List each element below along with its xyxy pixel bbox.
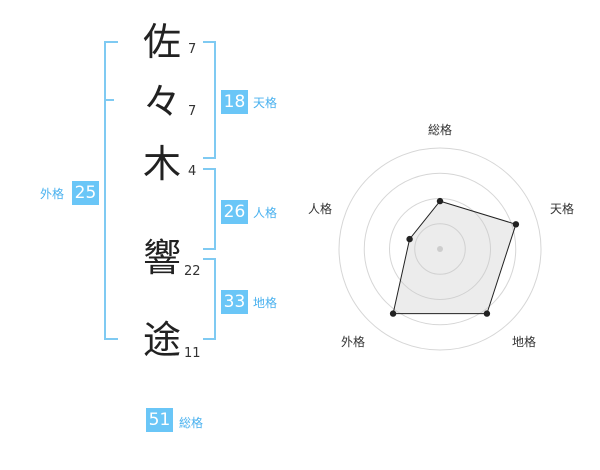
- jinkaku-bracket-line: [214, 168, 216, 250]
- radar-axis-label-tenkaku: 天格: [550, 202, 575, 216]
- name-char-2: 々: [142, 80, 181, 124]
- gaikaku-label: 外格: [40, 187, 65, 201]
- jinkaku-badge: 26: [221, 200, 248, 224]
- chikaku-bracket-bottom: [203, 338, 216, 340]
- radar-series-polygon: [392, 200, 517, 315]
- tenkaku-label: 天格: [253, 96, 278, 110]
- gaikaku-badge: 25: [72, 181, 99, 205]
- radar-ring-1: [414, 223, 466, 275]
- stroke-count-1: 7: [188, 42, 197, 57]
- name-char-5: 途: [142, 318, 181, 362]
- gaikaku-bracket-line: [104, 41, 106, 340]
- jinkaku-bracket-bottom: [203, 248, 216, 250]
- jinkaku-bracket-top: [203, 168, 216, 170]
- radar-axis-label-gaikaku: 外格: [341, 335, 366, 349]
- tenkaku-bracket-top: [203, 41, 216, 43]
- radar-point-5: [406, 235, 413, 243]
- tenkaku-bracket-bottom: [203, 157, 216, 159]
- chikaku-label: 地格: [253, 296, 278, 310]
- soukaku-badge: 51: [146, 408, 173, 432]
- name-char-4: 響: [142, 236, 181, 280]
- stroke-count-2: 7: [188, 104, 197, 119]
- radar-point-4: [389, 310, 397, 317]
- radar-point-3: [483, 310, 491, 317]
- radar-center-dot: [437, 246, 443, 252]
- name-char-1: 佐: [142, 20, 181, 64]
- soukaku-label: 総格: [179, 416, 204, 430]
- radar-axis-label-chikaku: 地格: [512, 335, 537, 349]
- tenkaku-bracket-line: [214, 41, 216, 159]
- radar-axis-label-soukaku: 総格: [428, 123, 453, 137]
- radar-ring-3: [363, 172, 517, 326]
- gaikaku-bracket-top: [104, 41, 118, 43]
- chikaku-bracket-line: [214, 258, 216, 340]
- stroke-count-3: 4: [188, 164, 197, 179]
- chikaku-bracket-top: [203, 258, 216, 260]
- stroke-count-4: 22: [184, 264, 201, 279]
- name-char-3: 木: [142, 142, 181, 186]
- radar-ring-4: [338, 147, 542, 351]
- radar-point-1: [436, 197, 444, 205]
- chikaku-badge: 33: [221, 290, 248, 314]
- gaikaku-bracket-tick: [104, 99, 114, 101]
- gaikaku-bracket-bottom: [104, 338, 118, 340]
- radar-point-2: [512, 221, 520, 228]
- jinkaku-label: 人格: [253, 206, 278, 220]
- radar-axis-label-jinkaku: 人格: [308, 202, 333, 216]
- stroke-count-5: 11: [184, 346, 201, 361]
- tenkaku-badge: 18: [221, 90, 248, 114]
